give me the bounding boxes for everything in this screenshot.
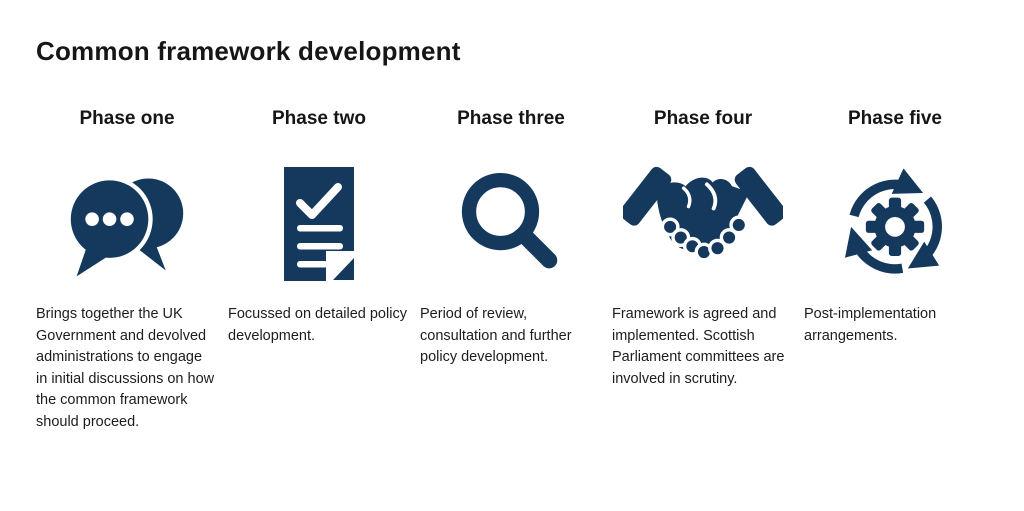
- phase-one-description: Brings together the UK Government and de…: [36, 306, 215, 430]
- phase-five-description: Post-implementation arrangements.: [804, 306, 937, 344]
- phase-one-heading: Phase one: [79, 108, 175, 129]
- checklist-document-icon: [228, 150, 410, 298]
- gear-cycle-icon: [804, 150, 986, 298]
- phase-five-heading: Phase five: [848, 108, 942, 129]
- phase-column-one: Phase one: [36, 106, 218, 433]
- phase-four-heading: Phase four: [653, 108, 753, 129]
- page-title: Common framework development: [36, 36, 461, 66]
- phase-two-heading: Phase two: [272, 108, 366, 129]
- phase-four-description: Framework is agreed and implemented. Sco…: [612, 306, 785, 387]
- magnifying-glass-icon: [420, 150, 602, 298]
- phase-column-four: Phase four: [612, 106, 794, 433]
- chat-bubbles-icon: [36, 150, 218, 298]
- phase-three-heading: Phase three: [457, 108, 565, 129]
- phase-three-description: Period of review, consultation and furth…: [420, 306, 572, 365]
- phases-row: Phase one: [36, 106, 986, 433]
- phase-column-two: Phase two Focussed on detailed policy de…: [228, 106, 410, 433]
- phase-two-description: Focussed on detailed policy development.: [228, 306, 407, 344]
- handshake-icon: [612, 150, 794, 298]
- phase-column-five: Phase five: [804, 106, 986, 433]
- phase-column-three: Phase three Period of review, consultati…: [420, 106, 602, 433]
